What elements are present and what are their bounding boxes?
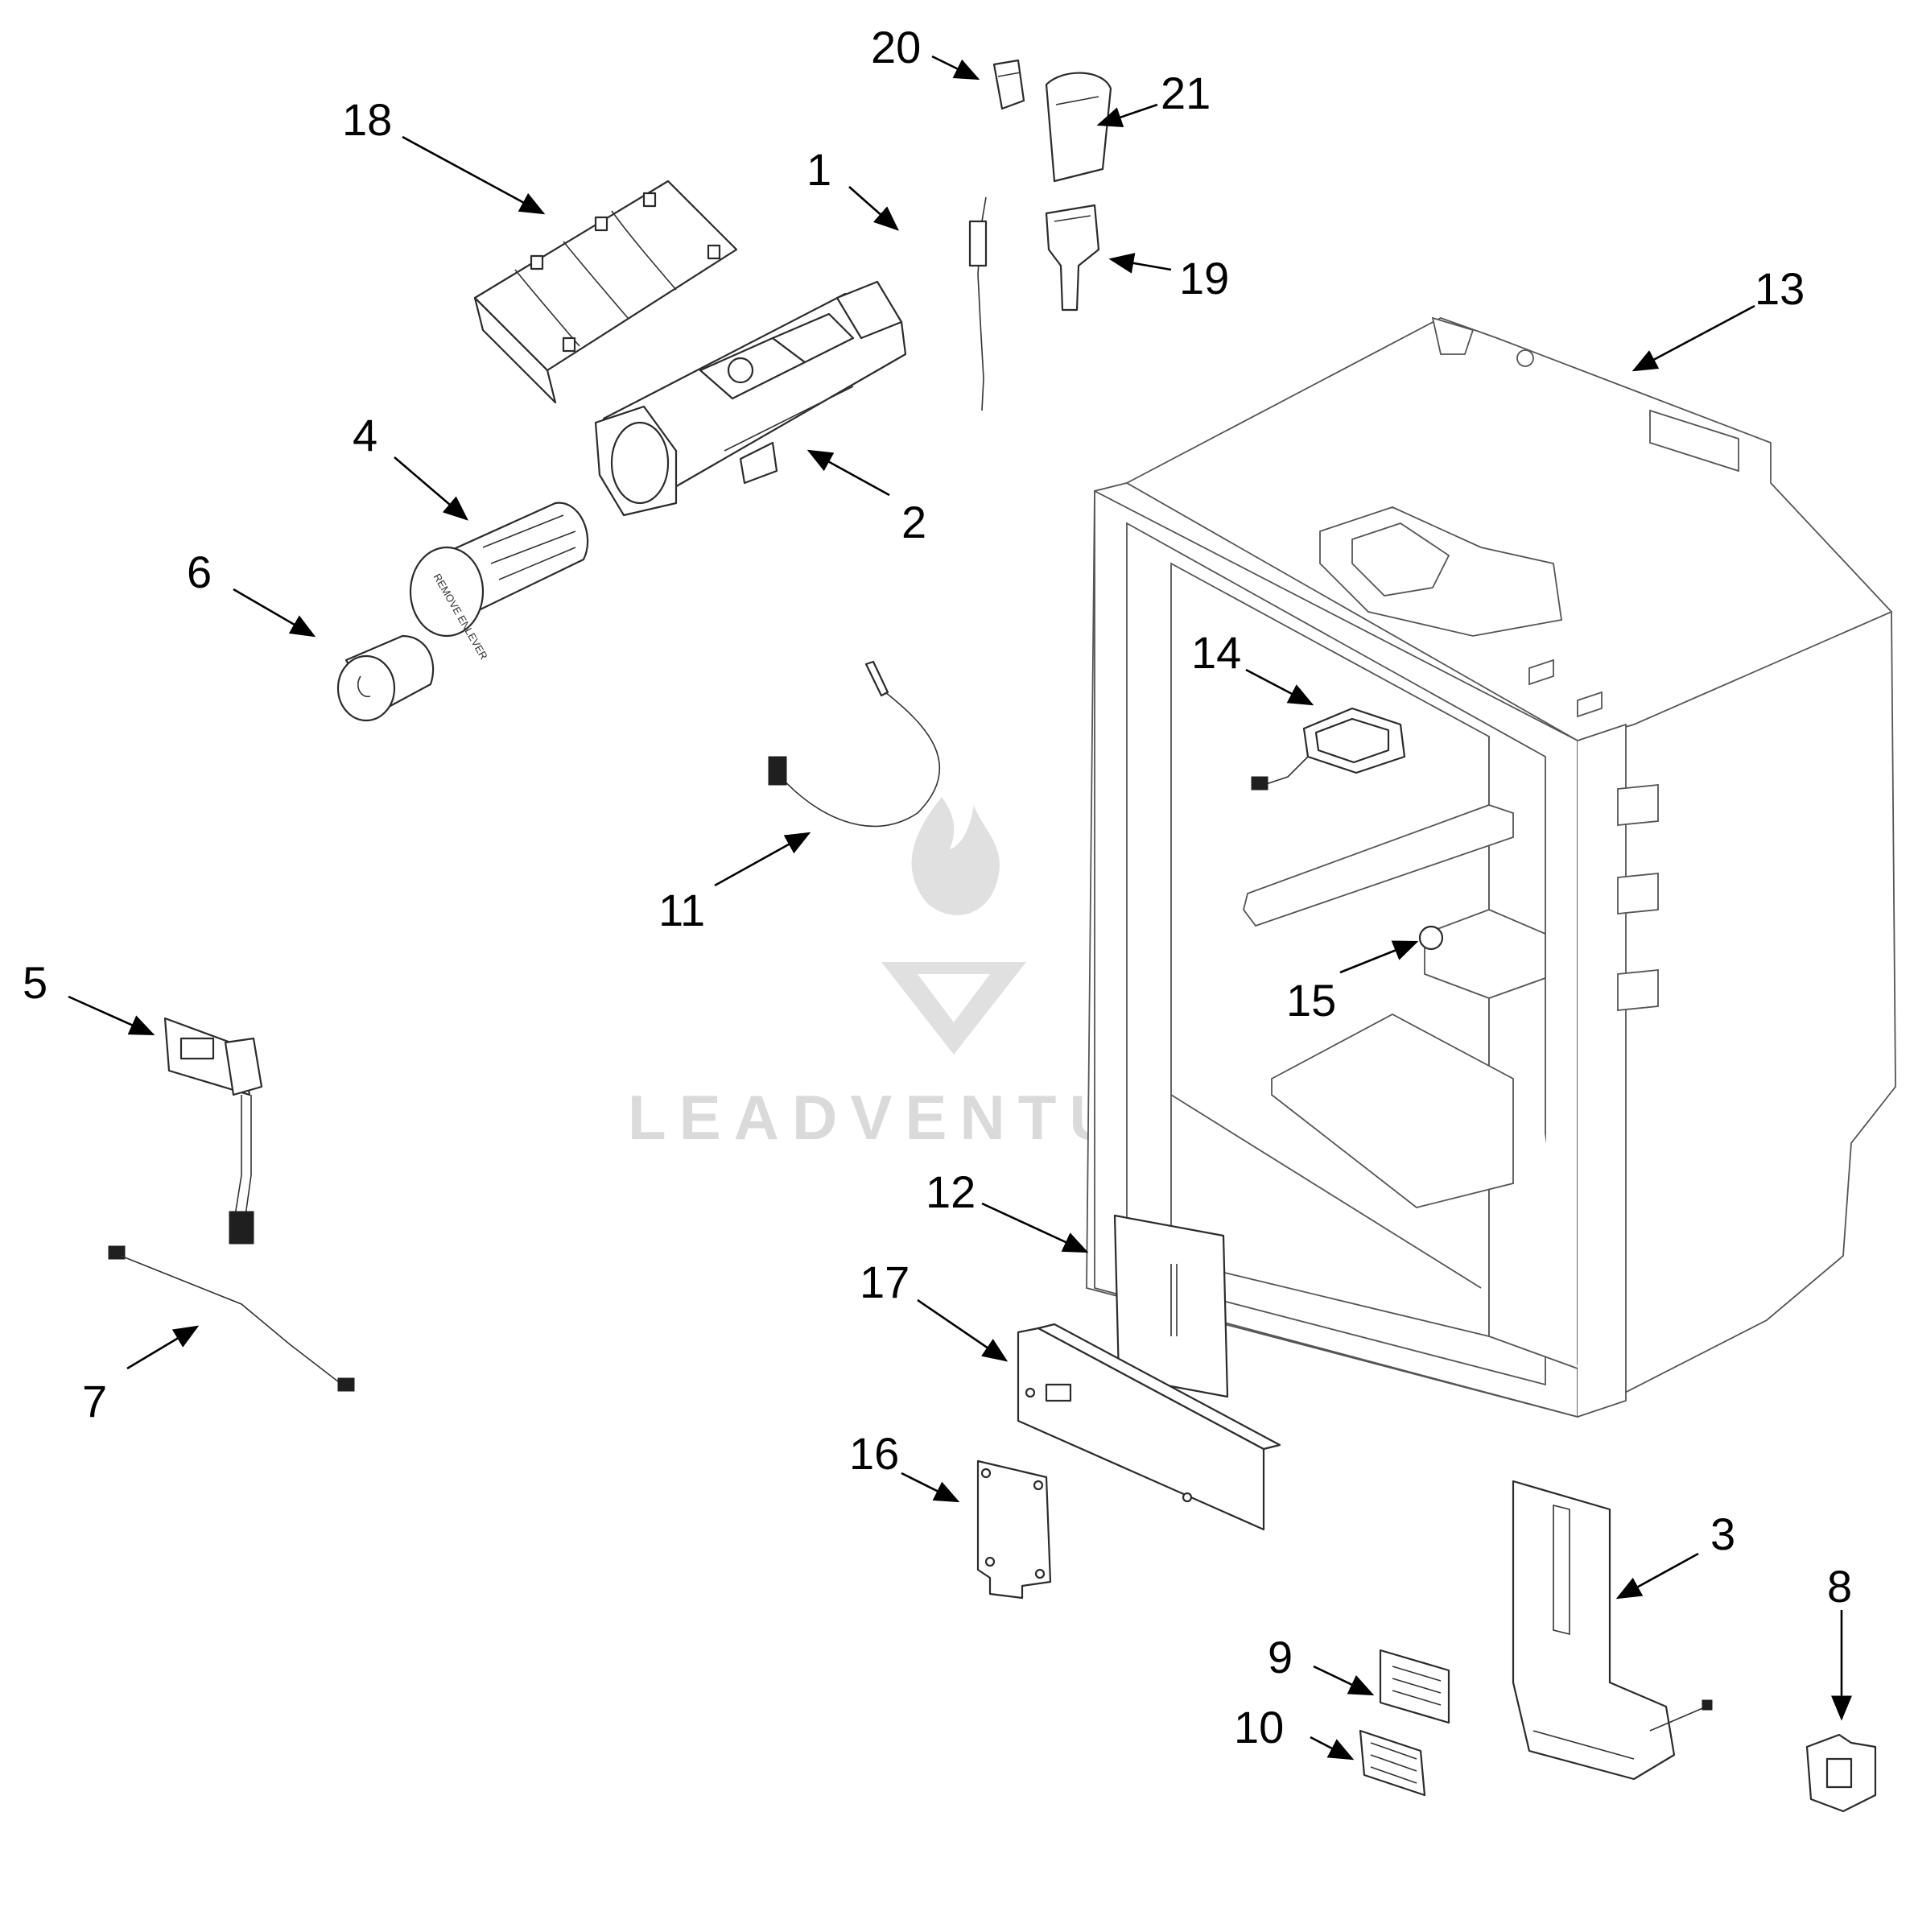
callout-arrow-21 [1096,103,1158,128]
callout-label-21: 21 [1161,68,1211,118]
callout-label-14: 14 [1191,627,1241,678]
part-filter-cover [473,180,738,404]
callout-arrow-16 [901,1472,960,1503]
part-plate-16 [976,1459,1052,1600]
callout-arrow-18 [402,135,546,215]
callout-arrow-15 [1339,940,1419,974]
part-liner [1086,316,1896,1418]
callout-label-17: 17 [860,1257,910,1307]
part-grille-9 [1379,1649,1450,1724]
callout-label-8: 8 [1827,1561,1852,1612]
callout-label-18: 18 [342,94,392,145]
part-switch [992,59,1025,110]
part-duct-3 [1512,1480,1713,1781]
part-water-filter: REMOVE ENLEVER [409,502,589,662]
callout-label-19: 19 [1179,253,1229,303]
callout-arrow-20 [931,55,980,80]
callout-arrow-13 [1631,304,1755,372]
callout-label-9: 9 [1268,1632,1293,1682]
part-sensor [1418,925,1444,951]
callout-arrow-5 [68,995,155,1036]
part-harness-1 [968,196,988,411]
callout-label-13: 13 [1755,263,1805,314]
callout-arrow-6 [233,588,316,638]
callout-label-20: 20 [871,22,921,72]
callout-arrows [68,55,1852,1761]
part-lamp [1251,707,1406,791]
callout-arrow-19 [1108,253,1172,274]
callout-arrow-9 [1313,1665,1375,1696]
part-trim-17 [1017,1323,1281,1531]
part-panel-12 [1113,1214,1229,1398]
callout-arrow-11 [714,832,811,887]
callout-label-11: 11 [658,885,705,935]
callout-label-2: 2 [901,497,926,547]
part-control-5 [163,1017,263,1245]
callout-label-15: 15 [1286,975,1336,1026]
part-bracket-8 [1805,1733,1877,1813]
callout-label-3: 3 [1710,1509,1735,1559]
part-thermistor-11 [768,660,941,828]
callout-arrow-10 [1310,1736,1355,1761]
callout-arrow-14 [1245,668,1314,706]
callout-arrow-7 [126,1325,200,1370]
callout-arrow-3 [1615,1552,1699,1600]
callout-label-10: 10 [1234,1702,1284,1752]
part-filter-cap [336,634,435,722]
callout-label-5: 5 [23,957,47,1008]
callout-label-1: 1 [806,144,831,195]
callout-arrow-2 [806,449,890,497]
part-harness-7 [108,1245,355,1392]
callout-label-12: 12 [926,1166,976,1217]
part-bracket-19 [1045,204,1100,312]
callout-arrow-12 [981,1202,1089,1253]
callout-labels: 1 2 3 4 5 6 7 8 9 10 11 12 13 14 15 16 1… [23,22,1852,1752]
callout-arrow-4 [394,456,468,521]
callout-arrow-17 [917,1298,1009,1362]
part-dispenser-lever [1045,72,1112,183]
callout-arrow-1 [848,186,899,231]
part-filter-housing [594,280,907,517]
callout-label-4: 4 [353,410,377,460]
callout-label-16: 16 [849,1428,899,1479]
part-grille-10 [1359,1729,1426,1797]
callout-label-7: 7 [82,1376,107,1426]
callout-label-6: 6 [187,547,212,597]
